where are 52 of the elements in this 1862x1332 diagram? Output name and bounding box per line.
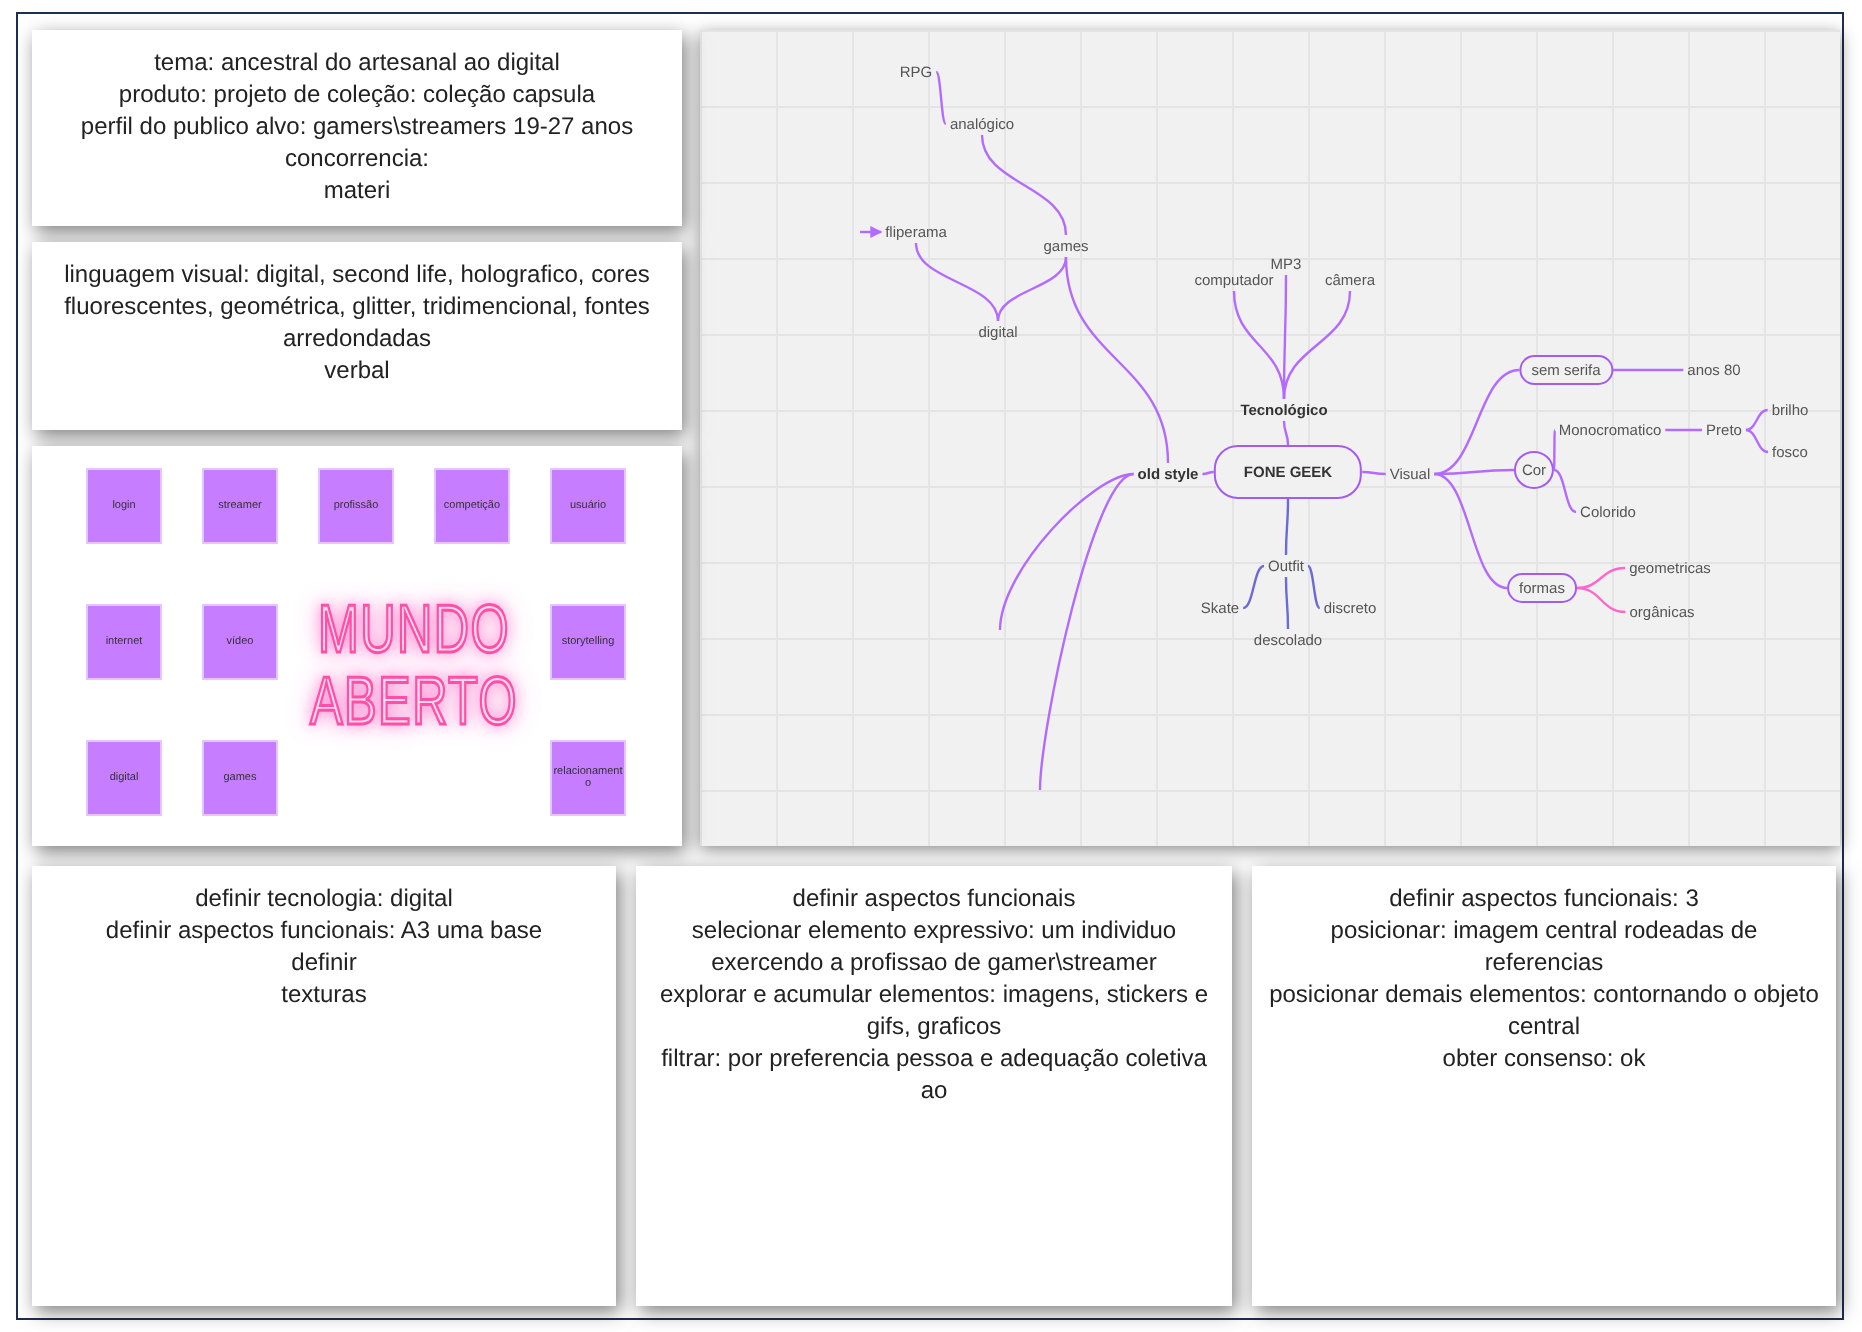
- connector-line: [935, 71, 947, 125]
- arrow: [860, 226, 883, 238]
- connector-line: [996, 256, 1068, 322]
- note-text: posicionar: imagem central rodeadas de referencias: [1328, 914, 1760, 978]
- note-text: definir aspectos funcionais: [790, 882, 1078, 914]
- note-text: selecionar elemento expressivo: um individuo exercendo a profissao de gamer\streamer: [689, 914, 1179, 978]
- note-text: definir aspectos funcionais: 3: [1387, 882, 1701, 914]
- connector-line: [1362, 470, 1386, 476]
- connector-line: [1202, 470, 1214, 476]
- note-card: [32, 242, 682, 430]
- note-text: produto: projeto de coleção: coleção capsula: [116, 78, 598, 110]
- connector-line: [1284, 499, 1290, 555]
- note-card: [1252, 866, 1836, 1306]
- connector-line: [1576, 566, 1626, 590]
- connector-line: [1282, 290, 1352, 400]
- note-text: definir aspectos funcionais: A3 uma base: [103, 914, 545, 946]
- connector-line: [1612, 368, 1684, 372]
- note-text: materi: [321, 174, 393, 206]
- connector-line: [1064, 256, 1170, 464]
- note-card: [32, 866, 616, 1306]
- note-text: tema: ancestral do artesanal ao digital: [152, 46, 562, 78]
- connector-line: [914, 242, 1000, 322]
- note-text: definir tecnologia: digital: [193, 882, 455, 914]
- connector-line: [1745, 428, 1769, 454]
- connector-line: [1434, 368, 1520, 476]
- connector-line: [1553, 468, 1577, 514]
- connector-line: [980, 134, 1068, 236]
- connector-line: [1745, 408, 1768, 432]
- note-text: filtrar: por preferencia pessoa e adequação coletiva ao: [659, 1042, 1209, 1106]
- note-text: texturas: [279, 978, 369, 1010]
- note-text: definir: [289, 946, 359, 978]
- neon-title: MUNDO ABERTO: [307, 594, 521, 738]
- note-text: obter consenso: ok: [1440, 1042, 1648, 1074]
- connector-line: [998, 472, 1134, 631]
- connector-line: [1552, 429, 1556, 471]
- connector-line: [1242, 564, 1265, 610]
- connector-line: [1038, 472, 1135, 791]
- connector-line: [1434, 472, 1508, 590]
- note-text: verbal: [322, 354, 392, 386]
- connector-line: [1307, 565, 1321, 609]
- moodboard-card: [32, 446, 682, 846]
- note-text: concorrencia:: [282, 142, 432, 174]
- connector-line: [1232, 290, 1286, 400]
- connector-line: [1434, 468, 1514, 476]
- note-text: perfil do publico alvo: gamers\streamers 19-27 anos: [78, 110, 636, 142]
- connector-line: [1284, 577, 1290, 629]
- connector-line: [1665, 428, 1703, 432]
- mind-map-board: [700, 30, 1840, 846]
- connector-line: [1282, 420, 1290, 446]
- note-card: [636, 866, 1232, 1306]
- note-card: [32, 30, 682, 226]
- connector-line: [1576, 586, 1626, 614]
